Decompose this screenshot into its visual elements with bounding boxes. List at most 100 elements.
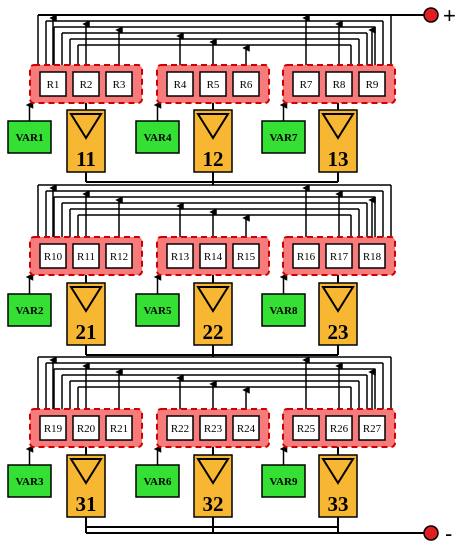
var-label: VAR1 [16, 132, 44, 144]
pv-symbol-icon [196, 286, 230, 313]
relay-label: R25 [297, 423, 316, 435]
relay-switch[interactable] [72, 71, 100, 97]
pv-module[interactable] [66, 109, 106, 173]
relay-label: R1 [47, 79, 60, 91]
positive-terminal[interactable] [423, 7, 439, 23]
relay-switch[interactable] [292, 71, 320, 97]
pv-module-label: 22 [203, 320, 224, 344]
pv-symbol-icon [196, 113, 230, 140]
relay-switch[interactable] [72, 415, 100, 441]
pv-module[interactable] [66, 282, 106, 346]
var-control[interactable] [7, 293, 52, 327]
relay-label: R19 [44, 423, 63, 435]
relay-switch[interactable] [166, 243, 194, 269]
var-control[interactable] [135, 293, 180, 327]
relay-switch[interactable] [325, 415, 353, 441]
positive-terminal-label: + [443, 3, 456, 28]
negative-terminal-label: - [445, 521, 452, 546]
relay-label: R24 [237, 423, 256, 435]
relay-label: R3 [113, 79, 126, 91]
pv-symbol-icon [69, 286, 103, 313]
relay-switch[interactable] [105, 71, 133, 97]
relay-switch[interactable] [199, 71, 227, 97]
var-control[interactable] [135, 120, 180, 154]
pv-symbol-icon [196, 458, 230, 485]
relay-switch[interactable] [166, 71, 194, 97]
pv-module[interactable] [66, 454, 106, 518]
relay-switch[interactable] [105, 415, 133, 441]
relay-switch[interactable] [358, 71, 386, 97]
pv-symbol-icon [321, 286, 355, 313]
pv-symbol-icon [321, 113, 355, 140]
relay-switch[interactable] [232, 71, 260, 97]
var-control[interactable] [7, 464, 52, 498]
relay-label: R5 [207, 79, 220, 91]
relay-label: R26 [330, 423, 349, 435]
pv-module[interactable] [318, 454, 358, 518]
relay-switch[interactable] [292, 415, 320, 441]
var-label: VAR3 [16, 476, 44, 488]
var-label: VAR2 [16, 305, 44, 317]
relay-label: R6 [240, 79, 253, 91]
terminals: +- [423, 3, 456, 546]
var-label: VAR6 [144, 476, 172, 488]
pv-symbol-icon [69, 458, 103, 485]
relay-switch[interactable] [72, 243, 100, 269]
pv-symbol-icon [69, 113, 103, 140]
pv-module[interactable] [193, 454, 233, 518]
relay-switch[interactable] [199, 243, 227, 269]
pv-module-label: 31 [76, 492, 97, 516]
wiring [25, 14, 430, 534]
pv-module[interactable] [318, 282, 358, 346]
var-control[interactable] [261, 293, 306, 327]
relay-label: R10 [44, 251, 63, 263]
var-label: VAR4 [144, 132, 172, 144]
relay-switch[interactable] [39, 415, 67, 441]
relay-switch[interactable] [232, 243, 260, 269]
var-control[interactable] [7, 120, 52, 154]
pv-module-label: 12 [203, 147, 224, 171]
pv-modules: 11VAR112VAR413VAR721VAR222VAR523VAR831VA… [7, 109, 358, 518]
relay-label: R13 [171, 251, 190, 263]
relay-switch[interactable] [325, 71, 353, 97]
pv-module[interactable] [193, 109, 233, 173]
pv-symbol-icon [321, 458, 355, 485]
relay-label: R4 [174, 79, 187, 91]
pv-module-label: 11 [76, 147, 96, 171]
pv-module-label: 13 [328, 147, 349, 171]
relay-label: R17 [330, 251, 349, 263]
relay-switch[interactable] [39, 71, 67, 97]
relay-switch[interactable] [166, 415, 194, 441]
relay-label: R8 [333, 79, 346, 91]
var-label: VAR9 [270, 476, 298, 488]
relay-switch[interactable] [39, 243, 67, 269]
var-label: VAR8 [270, 305, 298, 317]
relay-label: R27 [363, 423, 382, 435]
relay-switch[interactable] [325, 243, 353, 269]
var-control[interactable] [261, 464, 306, 498]
relay-switch[interactable] [232, 415, 260, 441]
pv-module-label: 21 [76, 320, 97, 344]
relay-switch[interactable] [199, 415, 227, 441]
var-control[interactable] [261, 120, 306, 154]
pv-module-label: 32 [203, 492, 224, 516]
relay-label: R16 [297, 251, 316, 263]
relay-switch[interactable] [105, 243, 133, 269]
var-control[interactable] [135, 464, 180, 498]
relay-label: R11 [77, 251, 95, 263]
relay-switch[interactable] [358, 243, 386, 269]
pv-module-label: 33 [328, 492, 349, 516]
relay-label: R22 [171, 423, 189, 435]
relay-label: R18 [363, 251, 382, 263]
relay-switch[interactable] [358, 415, 386, 441]
relay-label: R2 [80, 79, 93, 91]
relay-label: R14 [204, 251, 223, 263]
pv-module[interactable] [318, 109, 358, 173]
pv-module[interactable] [193, 282, 233, 346]
relay-label: R21 [110, 423, 128, 435]
var-label: VAR7 [270, 132, 298, 144]
negative-terminal[interactable] [423, 525, 439, 541]
relay-switch[interactable] [292, 243, 320, 269]
